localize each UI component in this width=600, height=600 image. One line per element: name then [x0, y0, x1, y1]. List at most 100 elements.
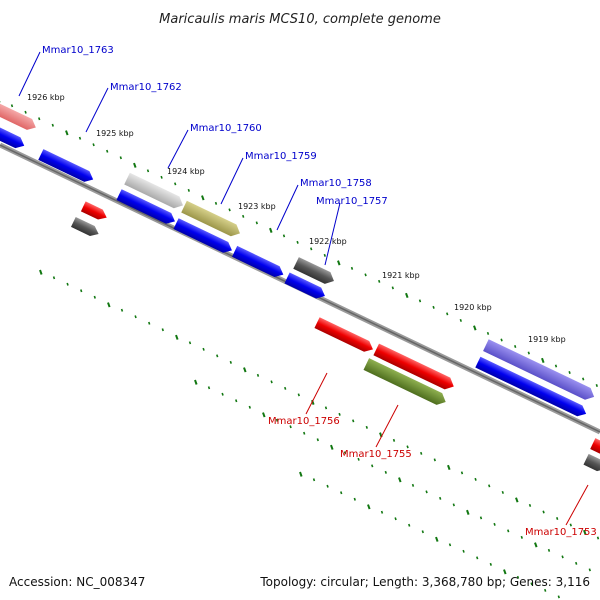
tick-mark: [476, 556, 479, 560]
gene-label-mmar10-1757[interactable]: Mmar10_1757: [316, 196, 388, 207]
tick-mark: [582, 377, 585, 381]
tick-mark: [146, 169, 150, 173]
gene-label-mmar10-1762[interactable]: Mmar10_1762: [110, 82, 182, 93]
gene-blue-c[interactable]: [173, 218, 234, 256]
gene-label-mmar10-1758[interactable]: Mmar10_1758: [300, 178, 372, 189]
tick-mark: [595, 383, 598, 387]
tick-mark: [160, 175, 163, 179]
tick-mark: [284, 386, 287, 390]
tick-mark: [391, 286, 394, 290]
tick-mark: [350, 266, 354, 270]
tick-mark: [282, 234, 286, 238]
tick-mark: [561, 555, 564, 559]
tick-mark: [433, 458, 436, 462]
tick-mark: [479, 516, 483, 520]
tick-mark: [52, 276, 56, 280]
map-title: Maricaulis maris MCS10, complete genome: [159, 12, 441, 27]
tick-mark: [296, 240, 299, 244]
tick-mark: [24, 110, 27, 114]
tick-mark: [459, 318, 462, 322]
gene-mmar10-1762[interactable]: [38, 149, 96, 185]
kbp-labels: 1926 kbp 1925 kbp 1924 kbp 1923 kbp 1922…: [27, 93, 566, 344]
tick-mark: [408, 523, 411, 527]
gene-label-mmar10-1759[interactable]: Mmar10_1759: [245, 151, 317, 162]
tick-mark: [501, 490, 504, 494]
gene-blue-e[interactable]: [475, 356, 588, 420]
gene-label-mmar10-1760[interactable]: Mmar10_1760: [190, 123, 262, 134]
gene-red-a[interactable]: [80, 201, 109, 222]
tick-mark: [323, 253, 326, 257]
tick-mark: [398, 477, 402, 483]
gene-blue-a[interactable]: [0, 124, 27, 151]
tick-mark: [92, 143, 95, 147]
tick-row: [299, 471, 560, 599]
kbp-label-1925: 1925 kbp: [96, 129, 134, 138]
tick-mark: [235, 399, 238, 403]
gene-mmar10-1755[interactable]: [363, 358, 449, 408]
tick-mark: [65, 130, 69, 136]
tick-mark: [10, 104, 14, 108]
tick-mark: [119, 156, 122, 160]
gene-mmar10-1759[interactable]: [181, 200, 243, 239]
gene-mmar10-1763[interactable]: [0, 103, 38, 133]
gene-violet[interactable]: [483, 339, 597, 403]
tick-mark: [541, 357, 545, 364]
tick-mark: [330, 444, 334, 450]
tick-mark: [406, 445, 409, 449]
tick-mark: [547, 548, 551, 552]
gene-blue-b[interactable]: [116, 189, 177, 227]
tick-mark: [520, 535, 523, 539]
tick-mark: [473, 325, 477, 331]
tick-row: [194, 379, 591, 572]
gene-mmar10-1756[interactable]: [314, 317, 375, 355]
gene-red-b[interactable]: [373, 343, 456, 393]
gene-red-c[interactable]: [590, 438, 600, 456]
tick-mark: [515, 497, 519, 503]
gene-label-mmar10-1763[interactable]: Mmar10_1763: [42, 45, 114, 56]
tick-mark: [486, 331, 490, 335]
tick-mark: [448, 543, 452, 547]
tick-mark: [221, 392, 224, 396]
gene-mmar10-1760[interactable]: [124, 172, 186, 211]
gene-gray-a[interactable]: [70, 216, 101, 239]
tick-mark: [432, 305, 435, 309]
tick-mark: [425, 490, 428, 494]
tick-mark: [78, 136, 82, 140]
kbp-label-1922: 1922 kbp: [309, 237, 347, 246]
tick-mark: [289, 425, 292, 429]
gene-label-mmar10-1755[interactable]: Mmar10_1755: [340, 449, 412, 460]
tick-mark: [66, 282, 69, 286]
tick-mark: [214, 201, 218, 205]
kbp-label-1926: 1926 kbp: [27, 93, 65, 102]
accession-text: Accession: NC_008347: [9, 575, 145, 589]
tick-mark: [575, 561, 578, 565]
gene-mmar10-1757[interactable]: [293, 257, 336, 287]
tick-mark: [493, 522, 496, 526]
tick-mark: [161, 328, 164, 332]
tick-mark: [216, 354, 219, 358]
tick-mark: [534, 542, 538, 548]
tick-mark: [530, 582, 533, 586]
tick-mark: [255, 221, 258, 225]
tick-mark: [380, 510, 384, 514]
tick-mark: [439, 496, 442, 500]
gene-label-mmar10-1756[interactable]: Mmar10_1756: [268, 416, 340, 427]
tick-mark: [148, 321, 151, 325]
tick-mark: [568, 370, 571, 374]
gene-mmar10-1753[interactable]: [583, 453, 600, 474]
tick-mark: [38, 117, 41, 121]
gene-mmar10-1758[interactable]: [232, 245, 286, 280]
gene-blue-d[interactable]: [284, 272, 327, 302]
tick-mark: [420, 451, 423, 455]
gene-label-mmar10-1753[interactable]: Mmar10_1753: [525, 527, 597, 538]
tick-mark: [269, 227, 273, 233]
tick-mark: [357, 457, 360, 461]
tick-mark: [489, 562, 492, 566]
tick-marks: [0, 100, 600, 599]
kbp-label-1923: 1923 kbp: [238, 202, 276, 211]
tick-mark: [120, 308, 124, 312]
tick-mark: [446, 312, 449, 316]
tick-mark: [462, 549, 465, 553]
genes: [0, 103, 600, 474]
